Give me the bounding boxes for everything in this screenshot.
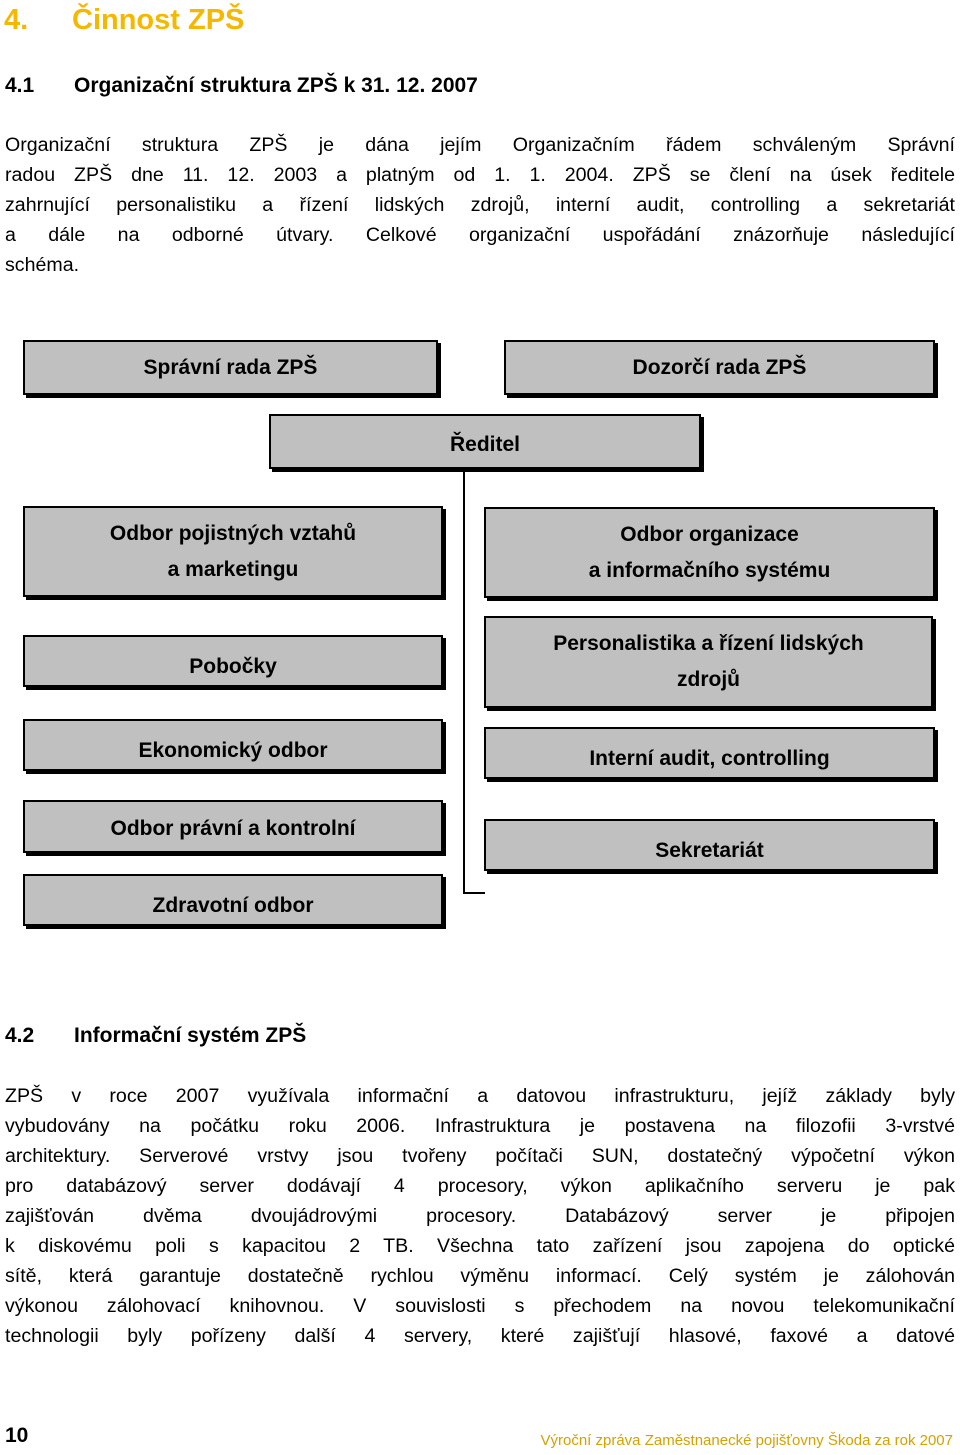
sekretariat-box: Sekretariát (484, 819, 935, 871)
pobocky-box: Pobočky (23, 635, 443, 687)
report-title: Výroční zpráva Zaměstnanecké pojišťovny … (540, 1432, 953, 1449)
subsection-2-title: Informační systém ZPŠ (74, 1024, 307, 1047)
paragraph-line: a dále na odborné útvary. Celkové organi… (5, 224, 955, 246)
paragraph-line: výkonou zálohovací knihovnou. V souvislo… (5, 1295, 955, 1317)
subsection-2-paragraph: ZPŠ v roce 2007 využívala informační a d… (5, 1081, 955, 1351)
odbor-pojistnych-vztahu-box: Odbor pojistných vztahů a marketingu (23, 506, 443, 597)
dozorci-rada-label: Dozorčí rada ZPŠ (632, 355, 807, 379)
subsection-2-number: 4.2 (5, 1024, 35, 1047)
unit-label: Sekretariát (655, 839, 764, 862)
trunk-line-bottom (463, 892, 485, 894)
unit-label-line: a informačního systému (588, 558, 831, 582)
unit-label: Zdravotní odbor (152, 894, 314, 917)
page-number: 10 (5, 1424, 29, 1447)
ekonomicky-odbor-box: Ekonomický odbor (23, 719, 443, 771)
unit-label: Interní audit, controlling (589, 747, 830, 770)
paragraph-line: vybudovány na počátku roku 2006. Infrast… (5, 1115, 955, 1137)
unit-label-line: zdrojů (677, 668, 740, 691)
unit-label-line: Odbor pojistných vztahů (109, 521, 357, 545)
interni-audit-box: Interní audit, controlling (484, 727, 935, 779)
reditel-label: Ředitel (449, 433, 520, 456)
paragraph-line: zahrnující personalistiku a řízení lidsk… (5, 194, 955, 216)
unit-label: Odbor právní a kontrolní (110, 817, 356, 840)
subsection-1-number: 4.1 (5, 74, 35, 97)
unit-label-line: a marketingu (167, 557, 299, 581)
paragraph-line: schéma. (5, 254, 80, 276)
dozorci-rada-box: Dozorčí rada ZPŠ (504, 340, 935, 395)
section-title: Činnost ZPŠ (72, 4, 245, 36)
reditel-box: Ředitel (269, 414, 701, 469)
subsection-1-title: Organizační struktura ZPŠ k 31. 12. 2007 (74, 74, 478, 97)
paragraph-line: sítě, která garantuje dostatečně rychlou… (5, 1265, 955, 1287)
zdravotni-odbor-box: Zdravotní odbor (23, 874, 443, 926)
odbor-pravni-box: Odbor právní a kontrolní (23, 800, 443, 853)
section-heading: 4. Činnost ZPŠ (4, 4, 244, 37)
spravni-rada-label: Správní rada ZPŠ (143, 355, 318, 379)
unit-label-line: Odbor organizace (620, 522, 799, 546)
unit-label-line: Personalistika a řízení lidských (553, 632, 864, 655)
paragraph-line: architektury. Serverové vrstvy jsou tvoř… (5, 1145, 955, 1167)
unit-label: Pobočky (189, 655, 277, 678)
spravni-rada-box: Správní rada ZPŠ (23, 340, 438, 395)
subsection-1-paragraph: Organizační struktura ZPŠ je dána jejím … (5, 130, 955, 280)
subsection-1-heading: 4.1 Organizační struktura ZPŠ k 31. 12. 2… (5, 74, 478, 98)
paragraph-line: technologii byly pořízeny další 4 server… (5, 1325, 955, 1347)
section-number: 4. (4, 4, 29, 36)
unit-label: Ekonomický odbor (138, 739, 328, 762)
paragraph-line: zajišťován dvěma dvoujádrovými procesory… (5, 1205, 955, 1227)
paragraph-line: k diskovému poli s kapacitou 2 TB. Všech… (5, 1235, 955, 1257)
paragraph-line: Organizační struktura ZPŠ je dána jejím … (5, 134, 955, 156)
paragraph-line: ZPŠ v roce 2007 využívala informační a d… (5, 1085, 955, 1107)
personalistika-box: Personalistika a řízení lidských zdrojů (484, 616, 933, 708)
odbor-organizace-box: Odbor organizace a informačního systému (484, 507, 935, 598)
paragraph-line: radou ZPŠ dne 11. 12. 2003 a platným od … (5, 164, 955, 186)
subsection-2-heading: 4.2 Informační systém ZPŠ (5, 1024, 306, 1048)
trunk-line-left (463, 469, 465, 893)
paragraph-line: pro databázový server dodávají 4 proceso… (5, 1175, 955, 1197)
